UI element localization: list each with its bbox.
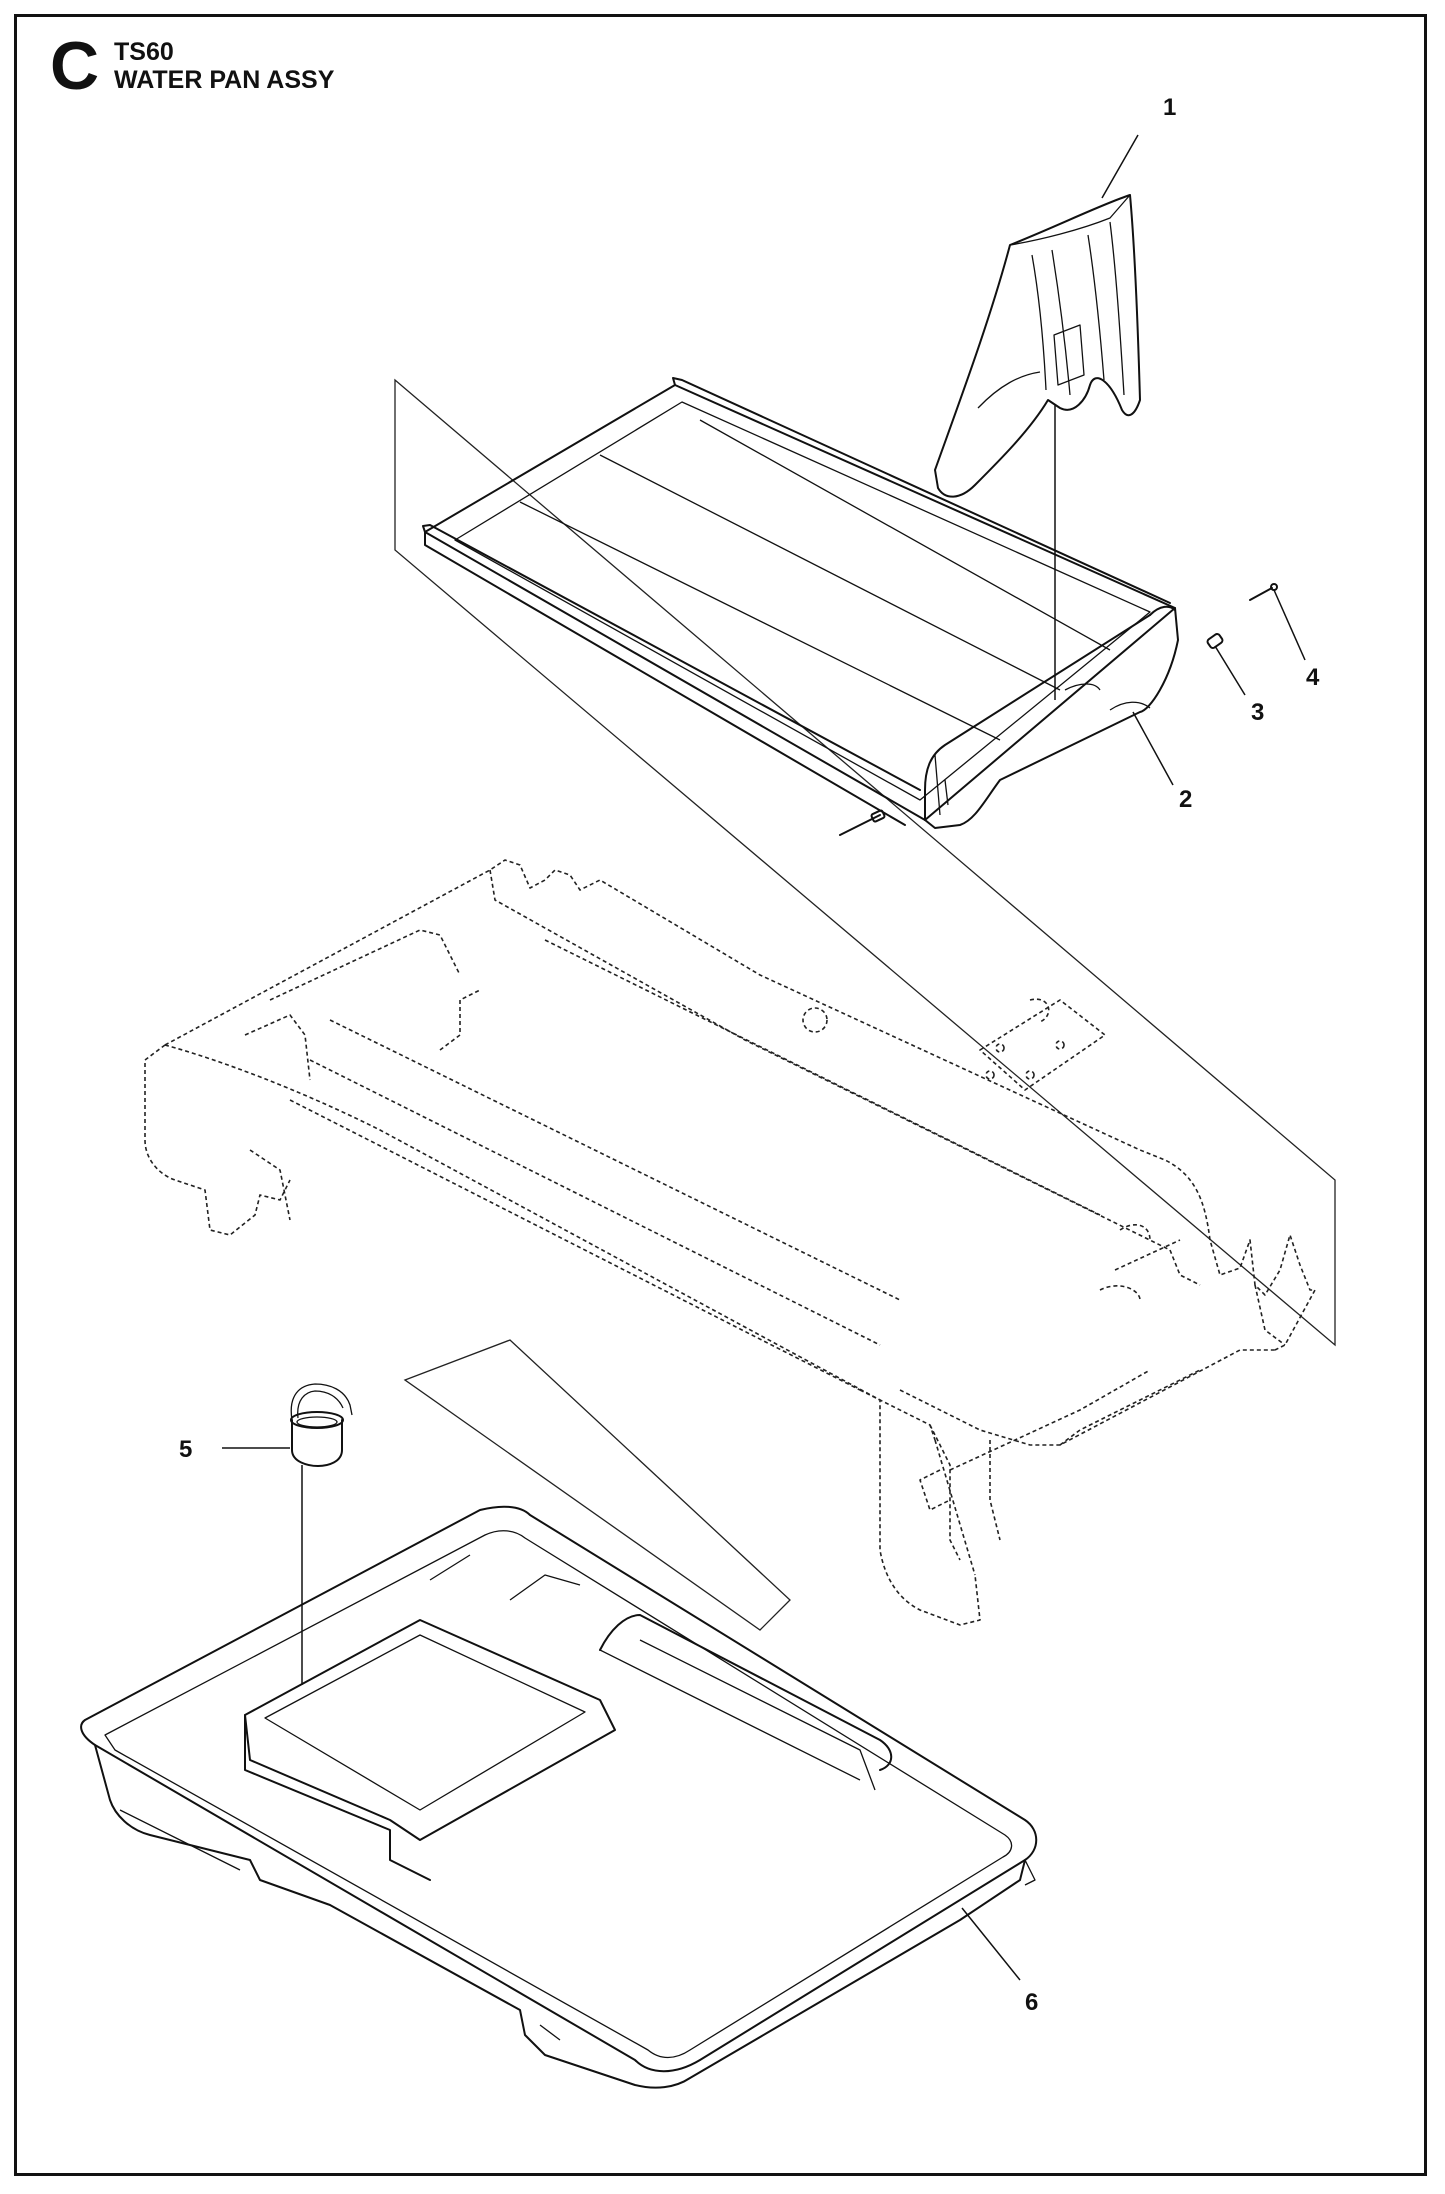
- part-4-screw[interactable]: [1249, 583, 1278, 601]
- drawing-frame: [14, 14, 1427, 2176]
- leader-1: [1101, 134, 1139, 199]
- callout-6[interactable]: 6: [1025, 1989, 1038, 2016]
- tray-screw-left: [839, 809, 886, 836]
- reference-planes: [394, 378, 1336, 1631]
- upper-reference-plane: [394, 378, 1336, 1347]
- callout-3[interactable]: 3: [1251, 699, 1264, 726]
- leader-lines: [222, 134, 1306, 1981]
- lower-reference-plane: [403, 1339, 791, 1631]
- callout-4[interactable]: 4: [1306, 664, 1320, 691]
- section-letter: C: [50, 28, 100, 104]
- part-1-splash-guard[interactable]: [934, 194, 1141, 498]
- part-5-drain-plug[interactable]: [290, 1383, 353, 1685]
- model-name: TS60: [114, 38, 174, 66]
- saw-frame-phantom: [144, 859, 1316, 1626]
- leader-2: [1132, 711, 1174, 786]
- leader-3: [1214, 645, 1246, 696]
- leader-6: [961, 1907, 1021, 1981]
- part-2-water-tray[interactable]: [422, 377, 1179, 829]
- callout-1[interactable]: 1: [1163, 94, 1176, 121]
- part-3-spacer[interactable]: [1206, 633, 1224, 649]
- part-6-lower-water-pan[interactable]: [80, 1505, 1038, 2089]
- leader-4: [1273, 589, 1306, 661]
- callout-2[interactable]: 2: [1179, 786, 1192, 813]
- assembly-title: WATER PAN ASSY: [114, 66, 335, 94]
- callout-5[interactable]: 5: [179, 1436, 192, 1463]
- callout-numbers: 1 2 3 4 5 6: [179, 94, 1320, 2016]
